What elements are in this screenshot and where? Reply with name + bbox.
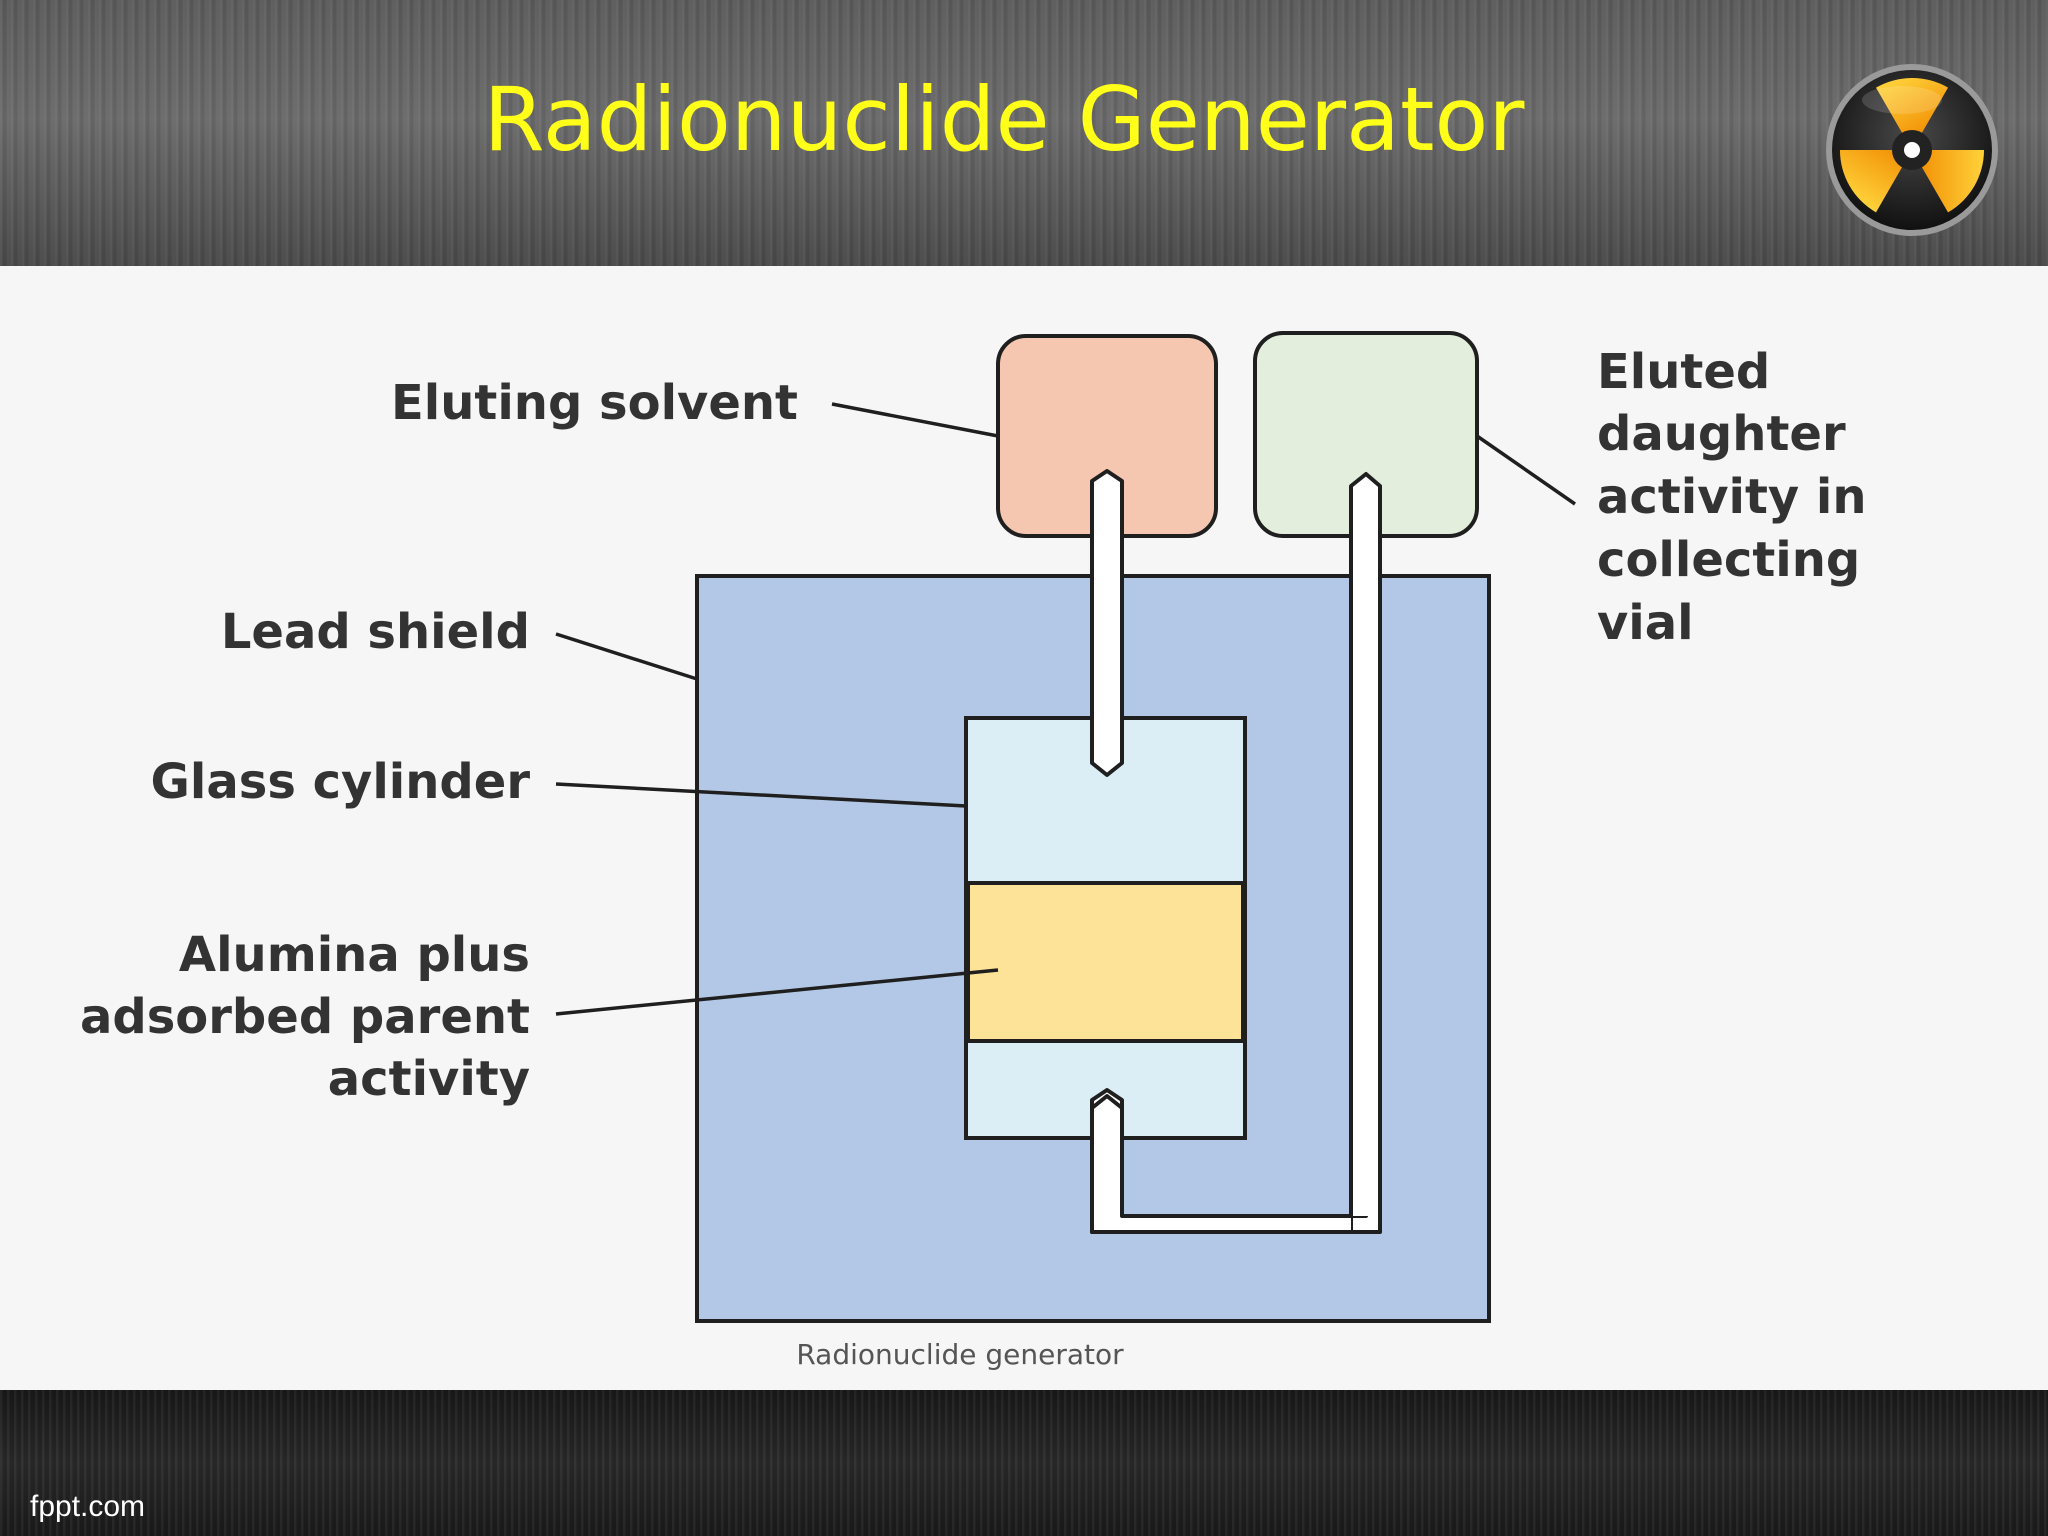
alumina-layer (966, 881, 1245, 1043)
footer-brand[interactable]: fppt.com (30, 1490, 146, 1523)
label-eluted-line1: Eluted (1597, 344, 1770, 400)
label-eluting-solvent: Eluting solvent (391, 375, 798, 431)
leader-eluting-solvent (831, 402, 999, 438)
label-alumina-line1: Alumina plus (179, 927, 530, 983)
leader-alumina (555, 968, 999, 1016)
label-alumina-line3: activity (328, 1051, 530, 1107)
label-eluted-line2: daughter (1597, 406, 1846, 462)
radiation-trefoil-icon (1826, 64, 1998, 236)
leader-eluted-daughter (1476, 434, 1576, 506)
inlet-needle (1090, 469, 1124, 777)
leader-glass-cylinder (555, 782, 967, 808)
label-lead-shield: Lead shield (221, 604, 530, 660)
radionuclide-generator-diagram: Eluting solvent Eluted daughter activity… (80, 331, 1867, 1371)
label-glass-cylinder: Glass cylinder (151, 754, 531, 810)
label-alumina-line2: adsorbed parent (80, 989, 530, 1045)
label-eluted-line4: collecting (1597, 532, 1860, 588)
label-eluted-line3: activity in (1597, 469, 1867, 525)
slide-title: Radionuclide Generator (483, 68, 1525, 171)
label-eluted-line5: vial (1597, 595, 1694, 651)
diagram-caption: Radionuclide generator (796, 1338, 1124, 1371)
slide-header: Radionuclide Generator (0, 0, 2048, 266)
slide-footer: fppt.com (0, 1390, 2048, 1536)
leader-lead-shield (555, 632, 698, 681)
diagram-panel: Eluting solvent Eluted daughter activity… (0, 266, 2048, 1390)
